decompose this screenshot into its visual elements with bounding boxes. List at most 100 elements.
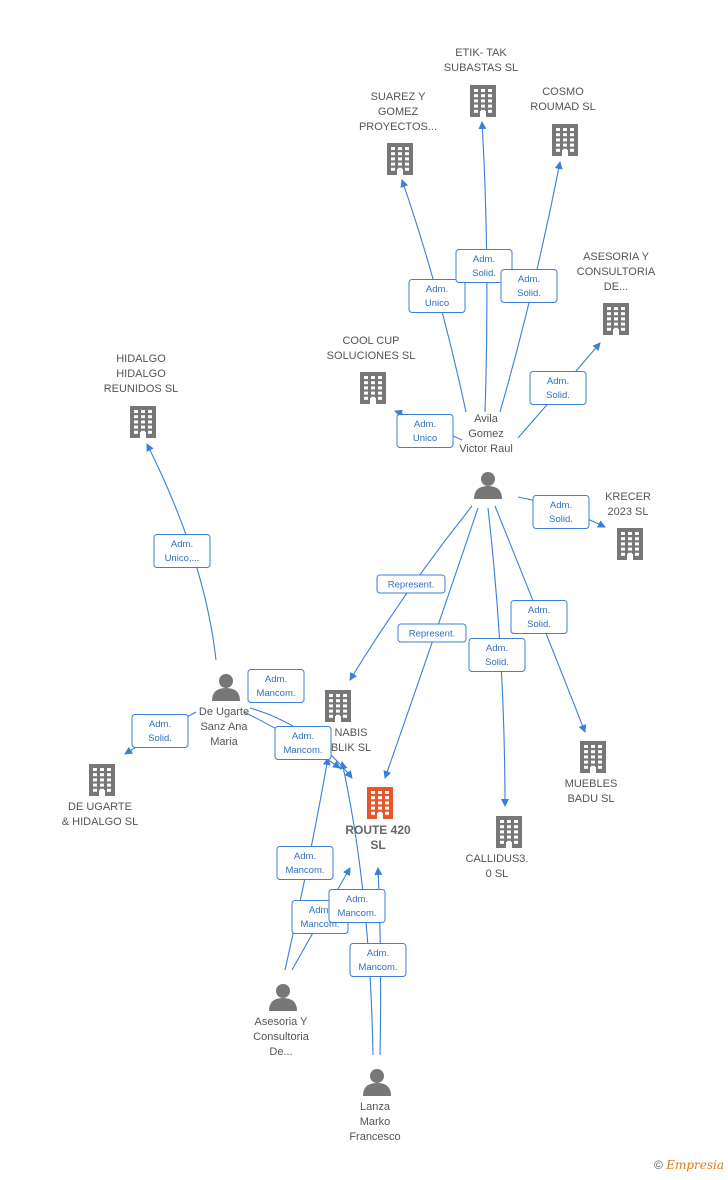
relation-box: [376, 574, 446, 594]
node-label-line: SOLUCIONES SL: [327, 350, 416, 362]
relation-label-line: Adm.: [473, 254, 495, 265]
relation-label: Adm.Mancom.: [300, 905, 339, 930]
relation-box: [455, 249, 513, 283]
relation-r_coolcup[interactable]: Adm.Unico: [396, 414, 454, 448]
relation-r_ugarte_cann[interactable]: Adm.Mancom.: [247, 669, 305, 703]
relation-label-line: Solid.: [472, 268, 496, 279]
person-icon: [212, 674, 240, 701]
relation-label: Adm.Unico: [413, 419, 437, 444]
relation-r_ugarte_route[interactable]: Adm.Mancom.: [274, 726, 332, 760]
relation-box: [131, 714, 189, 748]
relation-r_krecer[interactable]: Adm.Solid.: [532, 495, 590, 529]
relation-label-line: Adm.: [486, 643, 508, 654]
node-label-line: Sanz Ana: [200, 721, 248, 733]
node-label-line: Marko: [360, 1116, 391, 1128]
relation-label-line: Mancom.: [358, 962, 397, 973]
relation-box: [468, 638, 526, 672]
person-icon: [474, 472, 502, 499]
relation-label-line: Adm.: [265, 674, 287, 685]
relation-label: Represent.: [388, 580, 434, 591]
node-label-line: Lanza: [360, 1101, 391, 1113]
relation-label-line: Mancom.: [337, 908, 376, 919]
relation-r_lanza2[interactable]: Adm.Mancom.: [349, 943, 407, 977]
relation-r_suarez[interactable]: Adm.Unico: [408, 279, 466, 313]
node-ugarte_co[interactable]: DE UGARTE& HIDALGO SL: [62, 764, 138, 828]
relation-label-line: Solid.: [527, 619, 551, 630]
relation-label: Adm.Unico,...: [165, 539, 200, 564]
relation-r_muebles[interactable]: Adm.Solid.: [510, 600, 568, 634]
relation-r_cosmo[interactable]: Adm.Solid.: [500, 269, 558, 303]
building-icon: [387, 143, 413, 175]
edge-9: [383, 507, 479, 779]
relation-label-line: Unico,...: [165, 553, 200, 564]
node-label-line: ROUTE 420: [345, 823, 411, 837]
relation-label: Adm.Mancom.: [358, 948, 397, 973]
relation-label: Adm.Mancom.: [285, 851, 324, 876]
relation-r_hidalgo[interactable]: Adm.Unico,...: [153, 534, 211, 568]
node-label-line: CALLIDUS3.: [466, 853, 529, 865]
relation-label-line: Adm.: [346, 894, 368, 905]
relation-label: Adm.Solid.: [485, 643, 509, 668]
relation-r_callidus[interactable]: Adm.Solid.: [468, 638, 526, 672]
node-label-line: MUEBLES: [565, 778, 618, 790]
relation-box: [529, 371, 587, 405]
node-label-line: ROUMAD SL: [530, 101, 595, 113]
relation-label-line: Solid.: [517, 288, 541, 299]
relation-r_ase1[interactable]: Adm.Mancom.: [276, 846, 334, 880]
relation-r_asesoria[interactable]: Adm. Solid.: [529, 371, 587, 405]
node-label-line: Maria: [210, 736, 238, 748]
node-label-line: KRECER: [605, 491, 651, 503]
relation-box: [510, 600, 568, 634]
relation-r_rep1[interactable]: Represent.: [376, 574, 446, 594]
node-label-line: Consultoria: [253, 1031, 310, 1043]
building-icon: [603, 303, 629, 335]
brand-logo: Empresia: [666, 1158, 724, 1172]
node-label-line: CONSULTORIA: [577, 266, 656, 278]
node-label-line: ETIK- TAK: [455, 47, 507, 59]
node-label-line: Victor Raul: [459, 443, 513, 455]
node-label-line: PROYECTOS...: [359, 121, 437, 133]
relation-r_rep2[interactable]: Represent.: [397, 623, 467, 643]
relation-label-line: Solid.: [546, 390, 570, 401]
relation-r_ugarte_co[interactable]: Adm.Solid.: [131, 714, 189, 748]
relation-label: Adm. Solid.: [472, 254, 496, 279]
person-icon: [363, 1069, 391, 1096]
relation-r_etik[interactable]: Adm. Solid.: [455, 249, 513, 283]
building-icon: [325, 690, 351, 722]
relation-label: Adm.Solid.: [517, 274, 541, 299]
relation-box: [276, 846, 334, 880]
relation-label-line: Adm.: [547, 376, 569, 387]
node-callidus[interactable]: CALLIDUS3.0 SL: [466, 816, 529, 880]
relations-layer: Adm.UnicoAdm.Solid.Adm.Solid.Adm.Solid.A…: [131, 249, 590, 977]
relation-label: Adm. Solid.: [546, 376, 570, 401]
node-label-line: GOMEZ: [378, 106, 419, 118]
relation-r_lanza1[interactable]: Adm. Mancom.: [328, 889, 386, 923]
relation-label: Adm.Mancom.: [256, 674, 295, 699]
relation-label-line: Mancom.: [285, 865, 324, 876]
node-label-line: De...: [269, 1046, 292, 1058]
footer-brand[interactable]: © Empresia: [654, 1158, 724, 1172]
